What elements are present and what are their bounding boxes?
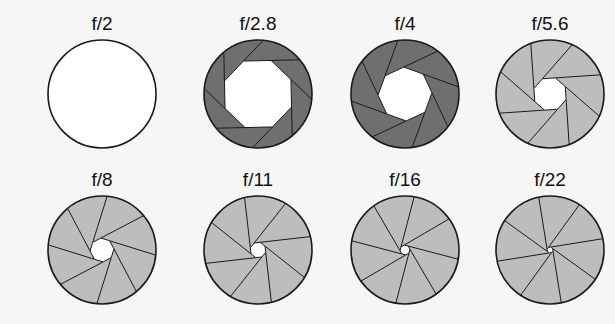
iris-housing <box>351 40 459 148</box>
blade-edge <box>114 249 136 292</box>
aperture-iris <box>202 38 314 150</box>
blade-edge <box>553 248 596 279</box>
blade-edge <box>528 109 558 143</box>
f-number-label: f/5.6 <box>494 12 606 36</box>
blade-edge <box>432 93 448 127</box>
aperture-iris <box>349 194 461 306</box>
f-number-label: f/8 <box>46 168 158 192</box>
blade-edge <box>260 237 310 243</box>
blade-edge <box>497 253 549 261</box>
blade-edge <box>265 246 304 277</box>
blade-edge <box>216 127 245 129</box>
aperture-iris <box>46 38 158 150</box>
aperture-opening <box>534 78 566 110</box>
aperture-figure: f/8 <box>46 168 158 308</box>
blade-edge <box>531 44 534 89</box>
blade-edge <box>223 52 225 81</box>
blade-edge <box>566 99 569 144</box>
aperture-iris <box>202 194 314 306</box>
blade-edge <box>555 75 600 78</box>
blade-edge <box>374 206 400 251</box>
aperture-iris <box>46 194 158 306</box>
blade-edge <box>521 253 552 296</box>
blade-edge <box>253 127 273 148</box>
aperture-iris <box>494 194 606 306</box>
blade-edge <box>245 198 251 248</box>
blade-edge <box>60 262 103 284</box>
f-number-label: f/16 <box>349 168 461 192</box>
aperture-figure: f/22 <box>494 168 606 308</box>
blade-edge <box>271 59 300 61</box>
blade-edge <box>401 197 414 247</box>
blade-edge <box>501 72 535 102</box>
blade-edge <box>553 251 561 303</box>
blade-edge <box>404 219 449 245</box>
blade-edge <box>361 255 406 281</box>
blade-edge <box>410 249 436 294</box>
blade-edge <box>291 79 312 99</box>
f-number-label: f/2 <box>46 12 158 36</box>
iris-housing <box>496 40 604 148</box>
blade-edge <box>212 222 251 253</box>
blade-edge <box>500 110 545 113</box>
aperture-iris <box>349 38 461 150</box>
f-number-label: f/2.8 <box>202 12 314 36</box>
blade-edge <box>101 216 144 238</box>
iris-housing <box>48 40 156 148</box>
blade-edge <box>565 86 599 116</box>
blade-edge <box>408 246 458 259</box>
aperture-figure: f/11 <box>202 168 314 308</box>
iris-housing <box>351 196 459 304</box>
blade-edge <box>254 204 285 243</box>
blade-edge <box>243 40 263 61</box>
iris-housing <box>204 196 312 304</box>
blade-edge <box>97 258 111 304</box>
f-number-label: f/22 <box>494 168 606 192</box>
aperture-opening <box>378 67 432 121</box>
blade-edge <box>539 197 547 249</box>
blade-edge <box>230 257 261 296</box>
blade-edge <box>291 107 293 136</box>
aperture-iris <box>494 38 606 150</box>
f-number-label: f/4 <box>349 12 461 36</box>
aperture-opening <box>400 245 410 255</box>
aperture-opening <box>90 238 114 262</box>
aperture-opening <box>250 242 265 257</box>
aperture-figure: f/5.6 <box>494 12 606 152</box>
aperture-figure: f/2 <box>46 12 158 152</box>
iris-housing <box>204 40 312 148</box>
blade-edge <box>206 258 256 264</box>
aperture-opening <box>224 60 291 127</box>
iris-housing <box>48 196 156 304</box>
blade-edge <box>404 51 438 67</box>
blade-edge <box>362 61 378 95</box>
blade-edge <box>352 241 402 254</box>
blade-edge <box>68 208 90 251</box>
blade-edge <box>396 253 409 303</box>
aperture-opening <box>547 247 553 253</box>
blade-edge <box>548 205 579 248</box>
aperture-figure: f/16 <box>349 168 461 308</box>
f-number-label: f/11 <box>202 168 314 192</box>
blade-edge <box>372 121 406 137</box>
blade-edge <box>551 239 603 247</box>
aperture-figure: f/2.8 <box>202 12 314 152</box>
blade-edge <box>505 221 548 252</box>
aperture-figure: f/4 <box>349 12 461 152</box>
blade-edge <box>204 89 225 109</box>
blade-edge <box>542 45 572 79</box>
iris-housing <box>496 196 604 304</box>
blade-edge <box>266 252 272 302</box>
